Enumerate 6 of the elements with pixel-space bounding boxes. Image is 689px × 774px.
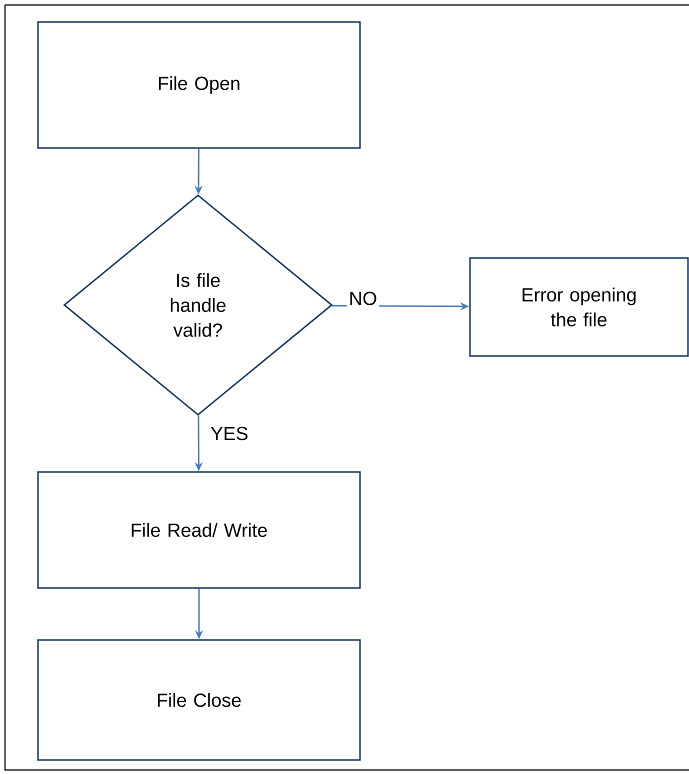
- process-box: File Read/ Write: [37, 471, 361, 589]
- process-box: Error opening the file: [469, 257, 689, 357]
- process-box: File Close: [37, 639, 361, 761]
- process-box: File Open: [37, 21, 361, 149]
- edge-label: NO: [346, 290, 380, 308]
- edge-label: YES: [208, 424, 250, 442]
